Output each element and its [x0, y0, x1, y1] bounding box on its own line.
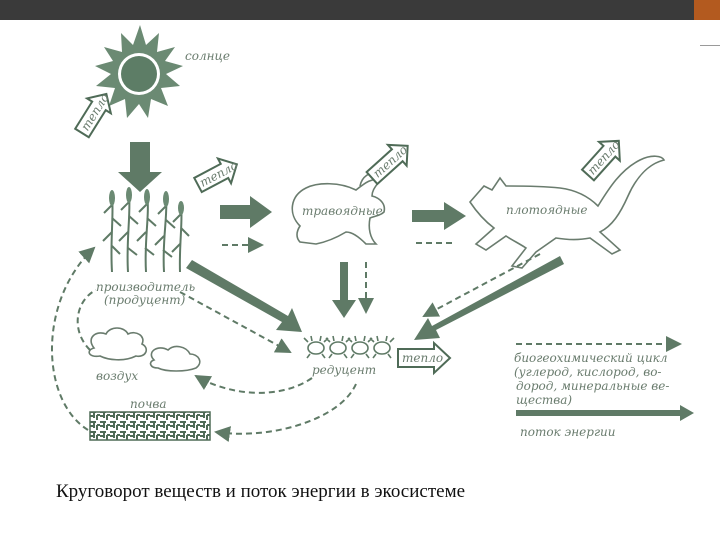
legend-cycle-line1: биогеохимический цикл [514, 351, 667, 365]
cycle-arrow-producer-reducer [179, 291, 292, 353]
sun-icon [95, 25, 183, 118]
legend-energy-arrow [516, 405, 694, 421]
corner-rule-horizontal [694, 45, 720, 46]
sun-label: солнце [185, 49, 230, 63]
energy-arrow-producer-herbivore [220, 196, 272, 228]
slide-corner-accent [694, 0, 720, 20]
legend-cycle-line3: дород, минеральные ве- [516, 379, 669, 393]
cycle-arrow-air-producer [76, 289, 97, 351]
cycle-arrow-soil-producer [51, 246, 96, 431]
producer-label-line2: (продуцент) [104, 293, 186, 307]
heat-arrow-reducer: тепло [397, 340, 452, 376]
soil-block-icon [89, 411, 211, 441]
air-clouds-icon [88, 327, 201, 372]
heat-arrow-producer: тепло [192, 156, 240, 194]
carnivore-fox-icon [468, 155, 666, 269]
energy-arrow-carnivore-reducer [414, 256, 564, 340]
reducer-organisms-icon [303, 335, 395, 359]
legend-cycle-line4: щества) [516, 393, 572, 407]
producer-plant-heads-icon [109, 187, 184, 215]
cycle-arrow-reducer-soil [214, 383, 357, 442]
legend-energy-label: поток энергии [520, 425, 615, 439]
soil-label: почва [130, 397, 167, 411]
energy-arrow-producer-reducer [186, 260, 302, 332]
carnivore-label: плотоядные [506, 203, 588, 217]
svg-text:тепло: тепло [402, 351, 443, 365]
legend-cycle-line2: (углерод, кислород, во- [514, 365, 661, 379]
herbivore-label: травоядные [302, 204, 383, 218]
producer-label-line1: производитель [96, 280, 195, 294]
slide-top-bar [0, 0, 720, 20]
cycle-arrow-carnivore-reducer [422, 253, 541, 317]
air-label: воздух [96, 369, 138, 383]
reducer-label: редуцент [312, 363, 376, 377]
sun-energy-arrow [118, 142, 162, 192]
slide-caption: Круговорот веществ и поток энергии в эко… [56, 481, 466, 502]
cycle-arrow-reducer-air [194, 374, 313, 394]
energy-arrow-herbivore-carnivore [412, 202, 466, 230]
heat-arrow-sun: тепло [73, 91, 113, 139]
energy-arrow-herbivore-reducer [332, 262, 356, 318]
herbivore-rabbit-icon [291, 171, 386, 245]
